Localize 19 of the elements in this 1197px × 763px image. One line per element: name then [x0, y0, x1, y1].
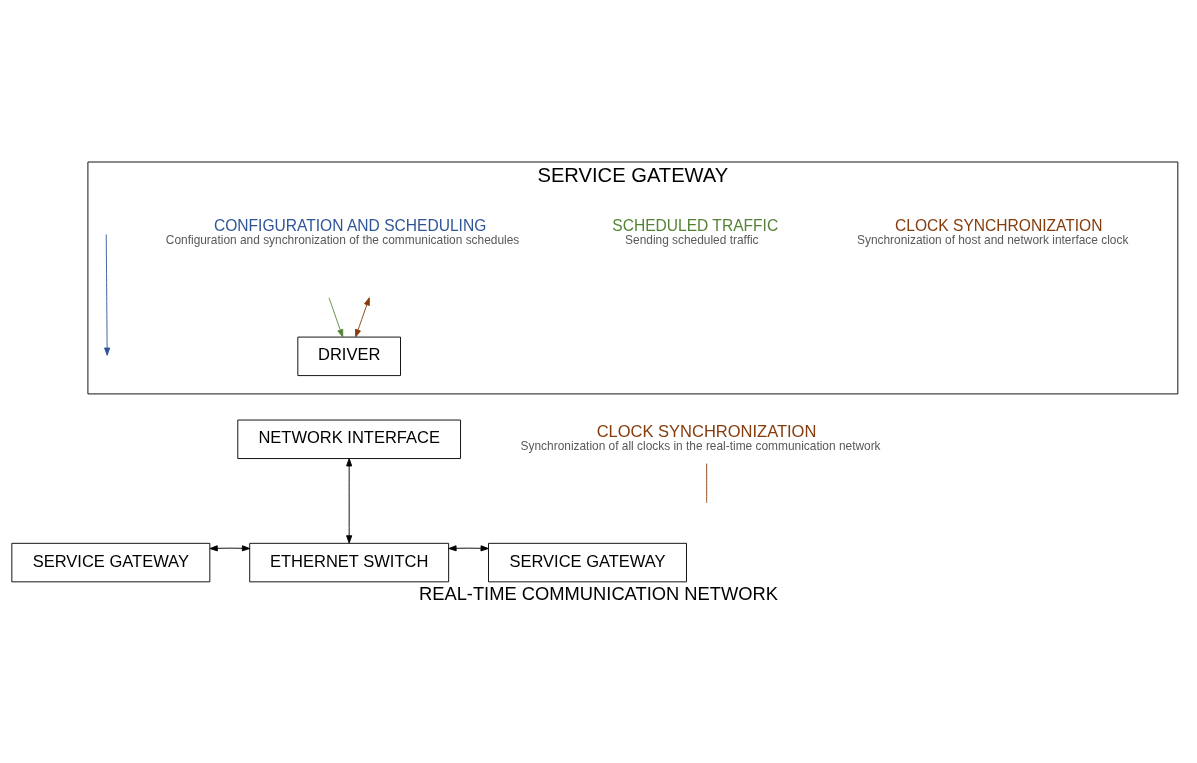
- node-box: SERVICE GATEWAY: [11, 542, 211, 582]
- label: Configuration and synchronization of the communication schedules: [165, 232, 520, 247]
- label: Synchronization of host and network interface clock: [857, 232, 1129, 247]
- arrow: [448, 544, 489, 551]
- node-box: DRIVER: [297, 336, 401, 376]
- arrow: [355, 296, 370, 337]
- arrow: [328, 296, 344, 337]
- node-box: ETHERNET SWITCH: [249, 542, 450, 582]
- connector: [706, 462, 708, 503]
- node-box: NETWORK INTERFACE: [237, 419, 461, 459]
- label: CLOCK SYNCHRONIZATION: [895, 216, 1103, 234]
- node-box: SERVICE GATEWAY: [488, 542, 687, 582]
- node-text: CLOCK SYNCHRONIZATION Synchronization of all clocks in the real-time communication network: [520, 421, 881, 453]
- arrow: [346, 457, 353, 543]
- caption: REAL-TIME COMMUNICATION NETWORK: [418, 582, 779, 604]
- label: SCHEDULED TRAFFIC: [612, 216, 779, 234]
- arrow: [209, 544, 251, 551]
- label: Sending scheduled traffic: [625, 232, 759, 247]
- label: CONFIGURATION AND SCHEDULING: [213, 216, 487, 234]
